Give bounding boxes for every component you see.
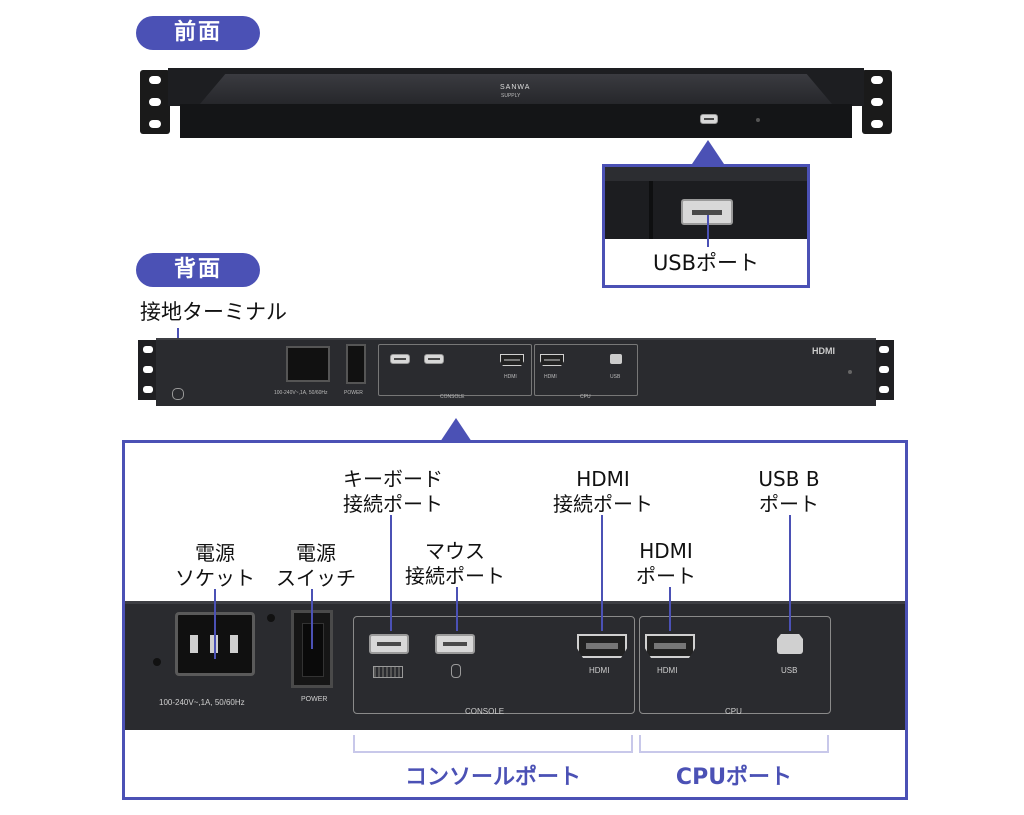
- ground-screw: [172, 388, 184, 400]
- mouse-port-leader: [456, 587, 458, 631]
- power-socket-leader: [214, 589, 216, 659]
- back-power-socket: [286, 346, 330, 382]
- detail-console-text: CONSOLE: [465, 707, 505, 716]
- console-bracket: [353, 735, 633, 753]
- back-left-ear: [138, 340, 160, 400]
- detail-panel: 100-240V~,1A, 50/60Hz POWER HDMI CONSOLE…: [125, 601, 905, 730]
- back-power-switch: [346, 344, 366, 384]
- right-rack-ear: [862, 70, 892, 134]
- detail-hdmi2-text: HDMI: [657, 666, 678, 675]
- back-led: [848, 370, 852, 374]
- ground-terminal-label: 接地ターミナル: [140, 300, 287, 324]
- back-hdmi-logo: HDMI: [812, 346, 835, 356]
- callout-photo: [605, 167, 807, 239]
- back-chassis: [156, 338, 876, 406]
- back-hdmi2-text: HDMI: [544, 374, 557, 380]
- detail-screw-hole-top: [267, 614, 275, 622]
- front-usb-callout: USBポート: [602, 164, 810, 288]
- back-right-ear: [872, 340, 894, 400]
- power-switch-leader: [311, 589, 313, 649]
- front-lower-panel: [180, 104, 852, 138]
- detail-keyboard-usb-port: [369, 634, 409, 654]
- keyboard-icon: [373, 666, 403, 678]
- back-hdmi-cpu: [540, 354, 564, 366]
- front-usb-port-small: [700, 114, 718, 124]
- cpu-bracket: [639, 735, 829, 753]
- front-device: SANWA SUPPLY: [140, 68, 892, 138]
- back-hdmi1-text: HDMI: [504, 374, 517, 380]
- cpu-ports-caption: CPUポート: [675, 765, 793, 790]
- back-console-box: [378, 344, 532, 396]
- back-cpu-box: [534, 344, 638, 396]
- detail-mouse-usb-port: [435, 634, 475, 654]
- back-console-text: CONSOLE: [440, 394, 465, 400]
- console-ports-caption: コンソールポート: [404, 765, 581, 790]
- mouse-icon: [451, 664, 461, 678]
- back-device: 100-240V~,1A, 50/60Hz POWER HDMI CONSOLE…: [138, 338, 894, 406]
- detail-screw-hole-left: [153, 658, 161, 666]
- left-rack-ear: [140, 70, 170, 134]
- detail-hdmi-console-port: [577, 634, 627, 658]
- back-usb-text: USB: [610, 374, 621, 380]
- usb-port-label: USBポート: [652, 251, 760, 275]
- detail-cpu-text: CPU: [725, 707, 742, 716]
- front-brand: SANWA: [500, 84, 531, 91]
- hdmi-cpu-port-leader: [669, 587, 671, 631]
- back-cpu-text: CPU: [580, 394, 591, 400]
- front-top-handle: [200, 74, 832, 104]
- detail-hdmi1-text: HDMI: [589, 666, 610, 675]
- detail-usb-b-port: [777, 634, 803, 654]
- detail-usb-text: USB: [781, 666, 798, 675]
- usb-b-port-leader: [789, 515, 791, 631]
- back-section-title: 背面: [136, 253, 260, 287]
- back-detail-callout: 100-240V~,1A, 50/60Hz POWER HDMI CONSOLE…: [122, 440, 908, 800]
- back-usb-mouse: [424, 354, 444, 364]
- hdmi-console-port-leader: [601, 515, 603, 631]
- back-power-text: POWER: [344, 390, 363, 396]
- power-socket-label: 電源ソケット: [175, 541, 255, 590]
- detail-power-text: POWER: [301, 696, 328, 703]
- front-section-title: 前面: [136, 16, 260, 50]
- detail-hdmi-cpu-port: [645, 634, 695, 658]
- front-brand-sub: SUPPLY: [501, 93, 521, 99]
- keyboard-port-leader: [390, 515, 392, 631]
- mouse-port-label: マウス接続ポート: [405, 539, 505, 588]
- back-callout-pointer: [440, 418, 472, 442]
- detail-console-box: [353, 616, 635, 714]
- keyboard-port-label: キーボード接続ポート: [343, 467, 443, 516]
- detail-cpu-box: [639, 616, 831, 714]
- front-indicator: [756, 118, 760, 122]
- back-rating-text: 100-240V~,1A, 50/60Hz: [274, 390, 328, 396]
- front-callout-pointer: [692, 140, 724, 164]
- detail-rating-text: 100-240V~,1A, 50/60Hz: [159, 698, 245, 707]
- back-usb-b: [610, 354, 622, 364]
- usb-leader-line: [707, 215, 709, 247]
- back-hdmi-console: [500, 354, 524, 366]
- back-usb-keyboard: [390, 354, 410, 364]
- power-switch-label: 電源スイッチ: [276, 541, 356, 590]
